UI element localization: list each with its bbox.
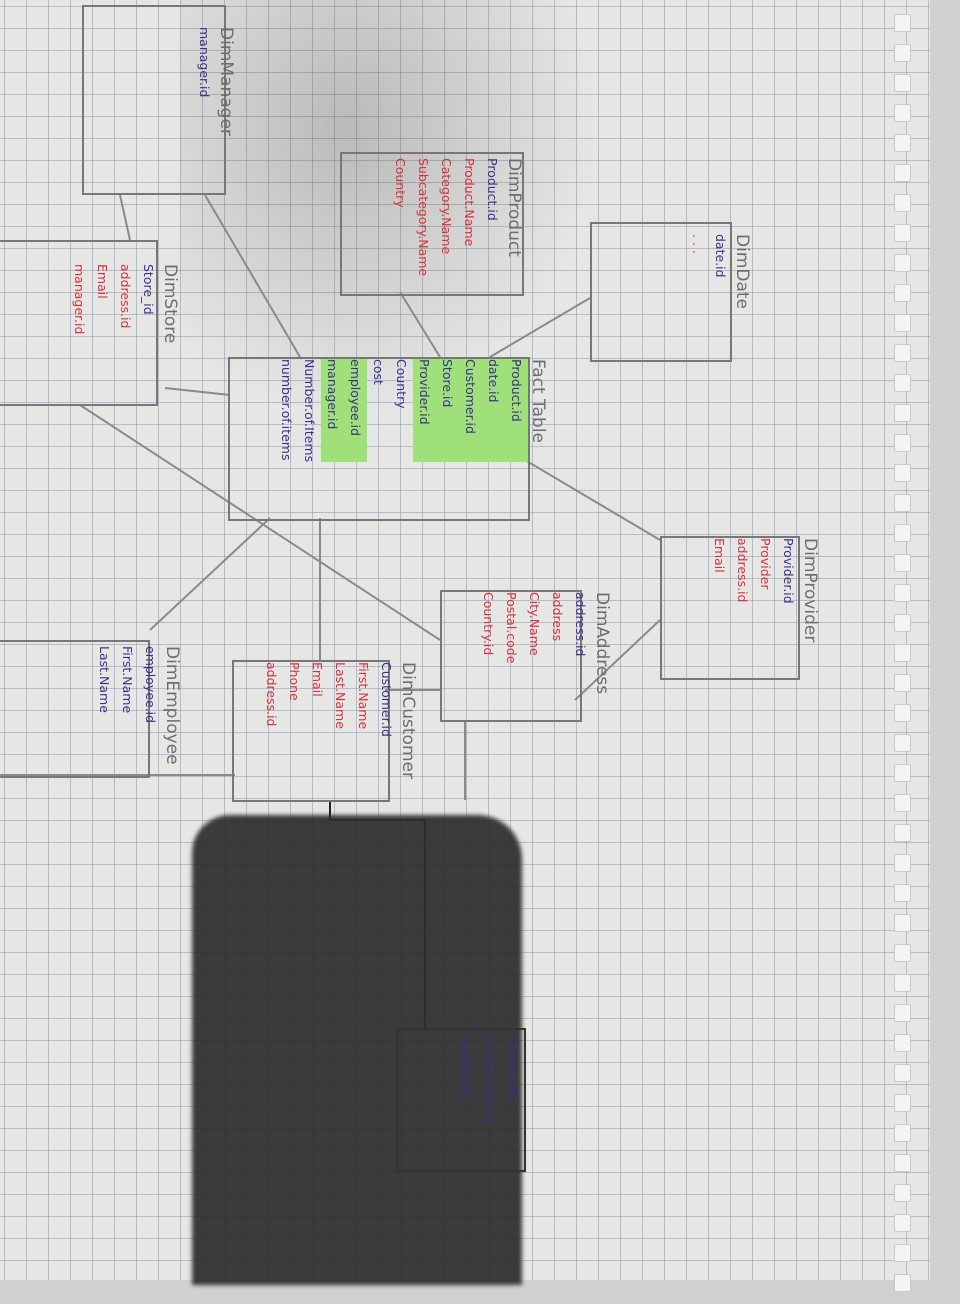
graph-paper: DimManager manager.id DimProduct Product…: [0, 0, 930, 1292]
dim-customer-box: DimCustomer Customer.id First.Name Last.…: [232, 660, 418, 802]
dim-country-field: Country.Name: [482, 1036, 497, 1125]
rel-fact-manager: [204, 194, 301, 358]
dim-store-field: Store_id: [141, 264, 156, 315]
rel-fact-employee: [149, 517, 271, 631]
fact-table-field: Product.id: [505, 359, 528, 463]
dim-country-field: update.dt: [459, 1036, 474, 1097]
dim-store-title: DimStore: [160, 264, 180, 344]
dim-product-field: Product.id: [485, 158, 500, 221]
rel-fact-product: [399, 291, 441, 358]
dim-address-box: DimAddress address.id address City.Name …: [440, 590, 612, 722]
dim-address-field: address: [550, 592, 565, 642]
dim-date-field: . . .: [690, 234, 705, 254]
dim-provider-field: Provider.id: [781, 538, 796, 604]
phone-shadow: [192, 815, 522, 1285]
dim-provider-title: DimProvider: [800, 538, 820, 643]
dim-product-title: DimProduct: [504, 158, 524, 257]
dim-employee-field: First.Name: [120, 646, 135, 714]
rel-address-provider: [574, 619, 661, 701]
dim-address-field: City.Name: [527, 592, 542, 656]
fact-table-box: Fact Table Product.id date.id Customer.i…: [228, 357, 548, 521]
dim-product-field: Subcategory.Name: [416, 158, 431, 277]
dim-manager-box: DimManager manager.id: [82, 5, 236, 195]
rel-fact-provider: [524, 459, 661, 541]
dim-customer-field: Phone: [287, 662, 302, 701]
dim-customer-field: First.Name: [356, 662, 371, 730]
dim-product-field: Category.Name: [439, 158, 454, 255]
spiral-holes: [894, 14, 911, 1304]
dim-manager-title: DimManager: [216, 27, 236, 136]
fact-table-title: Fact Table: [528, 359, 548, 444]
fact-table-field: Customer.id: [459, 359, 482, 463]
dim-provider-field: Provider: [758, 538, 773, 590]
dim-employee-title: DimEmployee: [162, 646, 182, 765]
dim-date-box: DimDate date.id . . .: [590, 222, 752, 362]
dim-product-box: DimProduct Product.id Product.Name Categ…: [340, 152, 524, 296]
dim-customer-title: DimCustomer: [398, 662, 418, 779]
fact-table-field: Store.id: [436, 359, 459, 463]
dim-address-field: Postal.code: [504, 592, 519, 664]
dim-customer-field: Email: [310, 662, 325, 697]
rel-store-manager: [119, 194, 131, 241]
dim-address-field: address.id: [573, 592, 588, 657]
dim-product-field: Product.Name: [462, 158, 477, 247]
rel-store-address: [79, 404, 441, 641]
dim-customer-field: address.id: [264, 662, 279, 727]
dim-customer-field: Last.Name: [333, 662, 348, 729]
fact-table-field: Country: [394, 359, 409, 409]
dim-store-field: Email: [95, 264, 110, 299]
dim-country-field: Country.id: [505, 1036, 520, 1100]
dim-store-field: address.id: [118, 264, 133, 329]
fact-table-field: employee.id: [344, 359, 367, 463]
dim-employee-box: DimEmployee employee.id First.Name Last.…: [0, 640, 182, 778]
fact-table-field: manager.id: [321, 359, 344, 463]
dim-country-box: Country.id Country.Name update.dt: [396, 1028, 526, 1172]
dim-date-title: DimDate: [732, 234, 752, 310]
fact-table-field: date.id: [482, 359, 505, 463]
dim-store-box: DimStore Store_id address.id Email manag…: [0, 240, 180, 406]
dim-date-field: date.id: [713, 234, 728, 278]
fact-table-field: Number.of.Items: [302, 359, 317, 463]
rel-fact-date: [489, 297, 591, 358]
dim-employee-field: employee.id: [143, 646, 158, 724]
fact-table-field: Provider.id: [413, 359, 436, 463]
dim-store-field: manager.id: [72, 264, 87, 335]
dim-provider-field: Email: [712, 538, 727, 573]
dim-provider-field: address.id: [735, 538, 750, 603]
dim-customer-field: Customer.id: [379, 662, 394, 737]
dim-employee-field: Last.Name: [97, 646, 112, 713]
rel-fact-store: [164, 387, 231, 396]
dim-address-title: DimAddress: [592, 592, 612, 695]
fact-table-field: number.of.items: [279, 359, 294, 461]
dim-address-field: Country.id: [481, 592, 496, 656]
dim-product-field: Country: [393, 158, 408, 208]
dim-provider-box: DimProvider Provider.id Provider address…: [660, 536, 820, 680]
dim-manager-field: manager.id: [197, 27, 212, 98]
fact-table-field: cost: [371, 359, 386, 385]
